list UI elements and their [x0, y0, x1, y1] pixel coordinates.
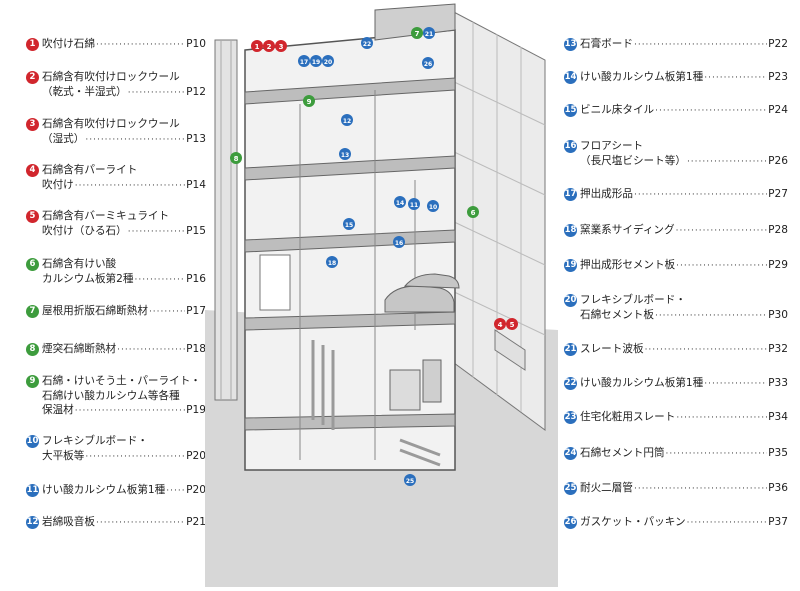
- svg-text:13: 13: [341, 152, 349, 159]
- svg-text:25: 25: [406, 478, 414, 485]
- legend-number-badge: 4: [26, 164, 39, 177]
- legend-number-badge: 14: [564, 71, 577, 84]
- basement-pipes: [311, 340, 441, 467]
- svg-text:19: 19: [312, 59, 320, 66]
- legend-number-badge: 6: [26, 258, 39, 271]
- legend-number-badge: 15: [564, 104, 577, 117]
- svg-text:9: 9: [307, 98, 312, 106]
- svg-text:22: 22: [363, 41, 371, 48]
- svg-text:26: 26: [424, 61, 432, 68]
- svg-text:10: 10: [429, 204, 437, 211]
- callout-marker-17: 17: [298, 55, 310, 67]
- legend-number-badge: 18: [564, 224, 577, 237]
- svg-text:15: 15: [345, 222, 353, 229]
- callout-marker-25: 25: [404, 474, 416, 486]
- svg-text:6: 6: [471, 209, 476, 217]
- boiler-tank: [422, 359, 442, 403]
- legend-number-badge: 10: [26, 435, 39, 448]
- svg-text:11: 11: [410, 202, 418, 209]
- callout-marker-5: 5: [506, 318, 518, 330]
- svg-text:20: 20: [324, 59, 332, 66]
- legend-number-badge: 11: [26, 484, 39, 497]
- svg-text:7: 7: [415, 30, 420, 38]
- callout-marker-9: 9: [303, 95, 315, 107]
- legend-number-badge: 19: [564, 259, 577, 272]
- svg-text:4: 4: [498, 321, 503, 329]
- callout-marker-14: 14: [394, 196, 406, 208]
- callout-marker-8: 8: [230, 152, 242, 164]
- svg-text:8: 8: [234, 155, 239, 163]
- legend-number-badge: 26: [564, 516, 577, 529]
- callout-marker-26: 26: [422, 57, 434, 69]
- legend-number-badge: 2: [26, 71, 39, 84]
- floor-slabs: [244, 77, 456, 431]
- building-cutaway-diagram: 1 2 3 22 7 21 17 19 20 26 9 12 13 8 14 1…: [205, 0, 558, 587]
- callout-marker-15: 15: [343, 218, 355, 230]
- callout-marker-1: 1: [251, 40, 263, 52]
- boiler: [389, 369, 421, 411]
- callout-marker-6: 6: [467, 206, 479, 218]
- svg-text:18: 18: [328, 260, 336, 267]
- svg-text:14: 14: [396, 200, 404, 207]
- callout-marker-7: 7: [411, 27, 423, 39]
- chimney-shaft: [214, 39, 238, 401]
- svg-text:2: 2: [267, 43, 272, 51]
- legend-number-badge: 8: [26, 343, 39, 356]
- legend-number-badge: 22: [564, 377, 577, 390]
- parked-cars: [384, 273, 460, 313]
- roof-parapet: [374, 3, 456, 41]
- building-illustration: 1 2 3 22 7 21 17 19 20 26 9 12 13 8 14 1…: [205, 3, 558, 587]
- callout-marker-20: 20: [322, 55, 334, 67]
- callout-marker-10: 10: [427, 200, 439, 212]
- legend-number-badge: 5: [26, 210, 39, 223]
- legend-number-badge: 25: [564, 482, 577, 495]
- callout-marker-12: 12: [341, 114, 353, 126]
- svg-text:5: 5: [510, 321, 515, 329]
- legend-number-badge: 9: [26, 375, 39, 388]
- svg-text:12: 12: [343, 118, 351, 125]
- callout-marker-22: 22: [361, 37, 373, 49]
- legend-number-badge: 23: [564, 411, 577, 424]
- legend-number-badge: 20: [564, 294, 577, 307]
- legend-number-badge: 13: [564, 38, 577, 51]
- svg-text:1: 1: [255, 43, 260, 51]
- elevator-box: [259, 254, 291, 311]
- legend-number-badge: 1: [26, 38, 39, 51]
- legend-number-badge: 24: [564, 447, 577, 460]
- legend-number-badge: 17: [564, 188, 577, 201]
- exterior-stair: [494, 329, 526, 371]
- callout-marker-4: 4: [494, 318, 506, 330]
- legend-number-badge: 12: [26, 516, 39, 529]
- callout-marker-2: 2: [263, 40, 275, 52]
- callout-marker-21: 21: [423, 27, 435, 39]
- callout-marker-19: 19: [310, 55, 322, 67]
- svg-text:17: 17: [300, 59, 308, 66]
- callout-marker-18: 18: [326, 256, 338, 268]
- drawing-callouts: 1 2 3 22 7 21 17 19 20 26 9 12 13 8 14 1…: [230, 27, 518, 486]
- legend-number-badge: 7: [26, 305, 39, 318]
- callout-marker-16: 16: [393, 236, 405, 248]
- callout-marker-13: 13: [339, 148, 351, 160]
- svg-text:3: 3: [279, 43, 284, 51]
- svg-text:21: 21: [425, 31, 433, 38]
- callout-marker-11: 11: [408, 198, 420, 210]
- legend-number-badge: 21: [564, 343, 577, 356]
- legend-number-badge: 3: [26, 118, 39, 131]
- svg-text:16: 16: [395, 240, 403, 247]
- callout-marker-3: 3: [275, 40, 287, 52]
- legend-number-badge: 16: [564, 140, 577, 153]
